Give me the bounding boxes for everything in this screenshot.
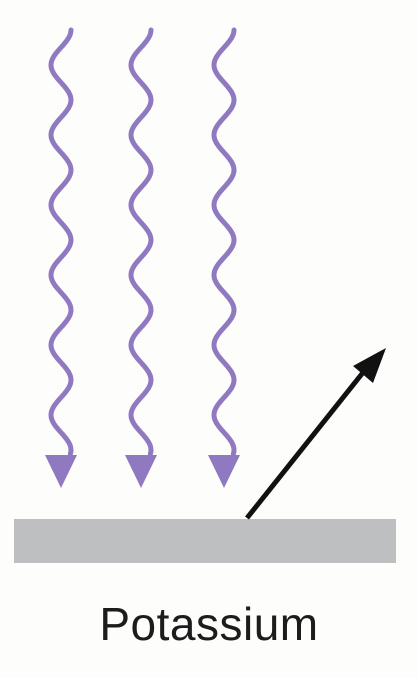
metal-surface xyxy=(14,519,396,563)
light-wave-arrowhead-3 xyxy=(208,455,240,488)
emitted-electron-line xyxy=(245,368,367,520)
light-wave-1 xyxy=(48,27,74,457)
emitted-electron-arrow xyxy=(245,348,386,520)
light-wave-arrowhead-1 xyxy=(45,455,77,488)
light-wave-2 xyxy=(128,27,154,457)
emitted-electron-arrowhead xyxy=(353,348,386,383)
light-wave-arrowhead-2 xyxy=(125,455,157,488)
incoming-light-waves xyxy=(45,27,240,488)
metal-label: Potassium xyxy=(99,598,319,650)
light-wave-3 xyxy=(211,27,237,457)
